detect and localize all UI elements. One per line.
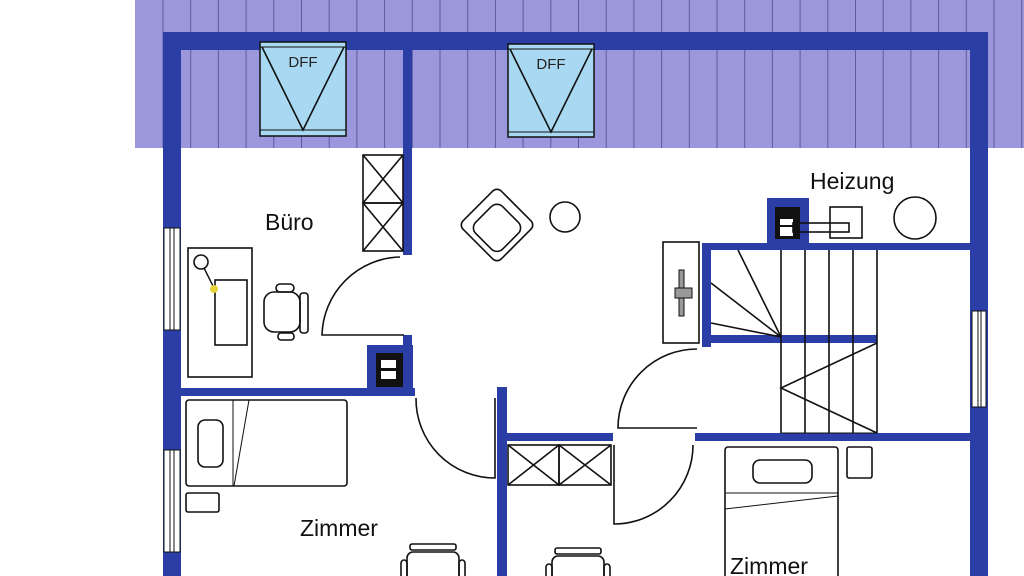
window-left-upper bbox=[163, 227, 181, 331]
skylight-2: DFF bbox=[507, 43, 595, 138]
staircase bbox=[710, 249, 878, 434]
door-stairs[interactable] bbox=[617, 348, 698, 429]
stair-cabinet bbox=[662, 241, 700, 344]
armchair bbox=[460, 188, 534, 262]
chair-middle bbox=[545, 547, 611, 576]
desk bbox=[187, 247, 253, 378]
window-left-lower bbox=[163, 449, 181, 553]
door-office[interactable] bbox=[321, 256, 404, 336]
wardrobe bbox=[507, 444, 612, 486]
window-right bbox=[971, 310, 987, 408]
room-label-room-right: Zimmer bbox=[730, 553, 808, 576]
lamp-icon bbox=[210, 285, 218, 293]
chimney-office bbox=[376, 353, 403, 387]
side-table bbox=[549, 201, 581, 233]
skylight-label: DFF bbox=[288, 54, 317, 71]
walls bbox=[163, 32, 988, 576]
room-label-office: Büro bbox=[265, 209, 314, 235]
chair-left bbox=[400, 543, 466, 576]
room-label-heating: Heizung bbox=[810, 168, 894, 194]
chimney-heating bbox=[775, 196, 937, 240]
skylight-label: DFF bbox=[536, 56, 565, 73]
office-chair bbox=[263, 283, 309, 341]
bed-right bbox=[724, 446, 873, 576]
office-closet bbox=[362, 154, 404, 252]
skylight-1: DFF bbox=[259, 41, 347, 137]
door-room-left[interactable] bbox=[415, 397, 496, 479]
room-label-room-left: Zimmer bbox=[300, 515, 378, 541]
bed-left bbox=[185, 399, 348, 513]
door-room-right[interactable] bbox=[613, 444, 694, 525]
